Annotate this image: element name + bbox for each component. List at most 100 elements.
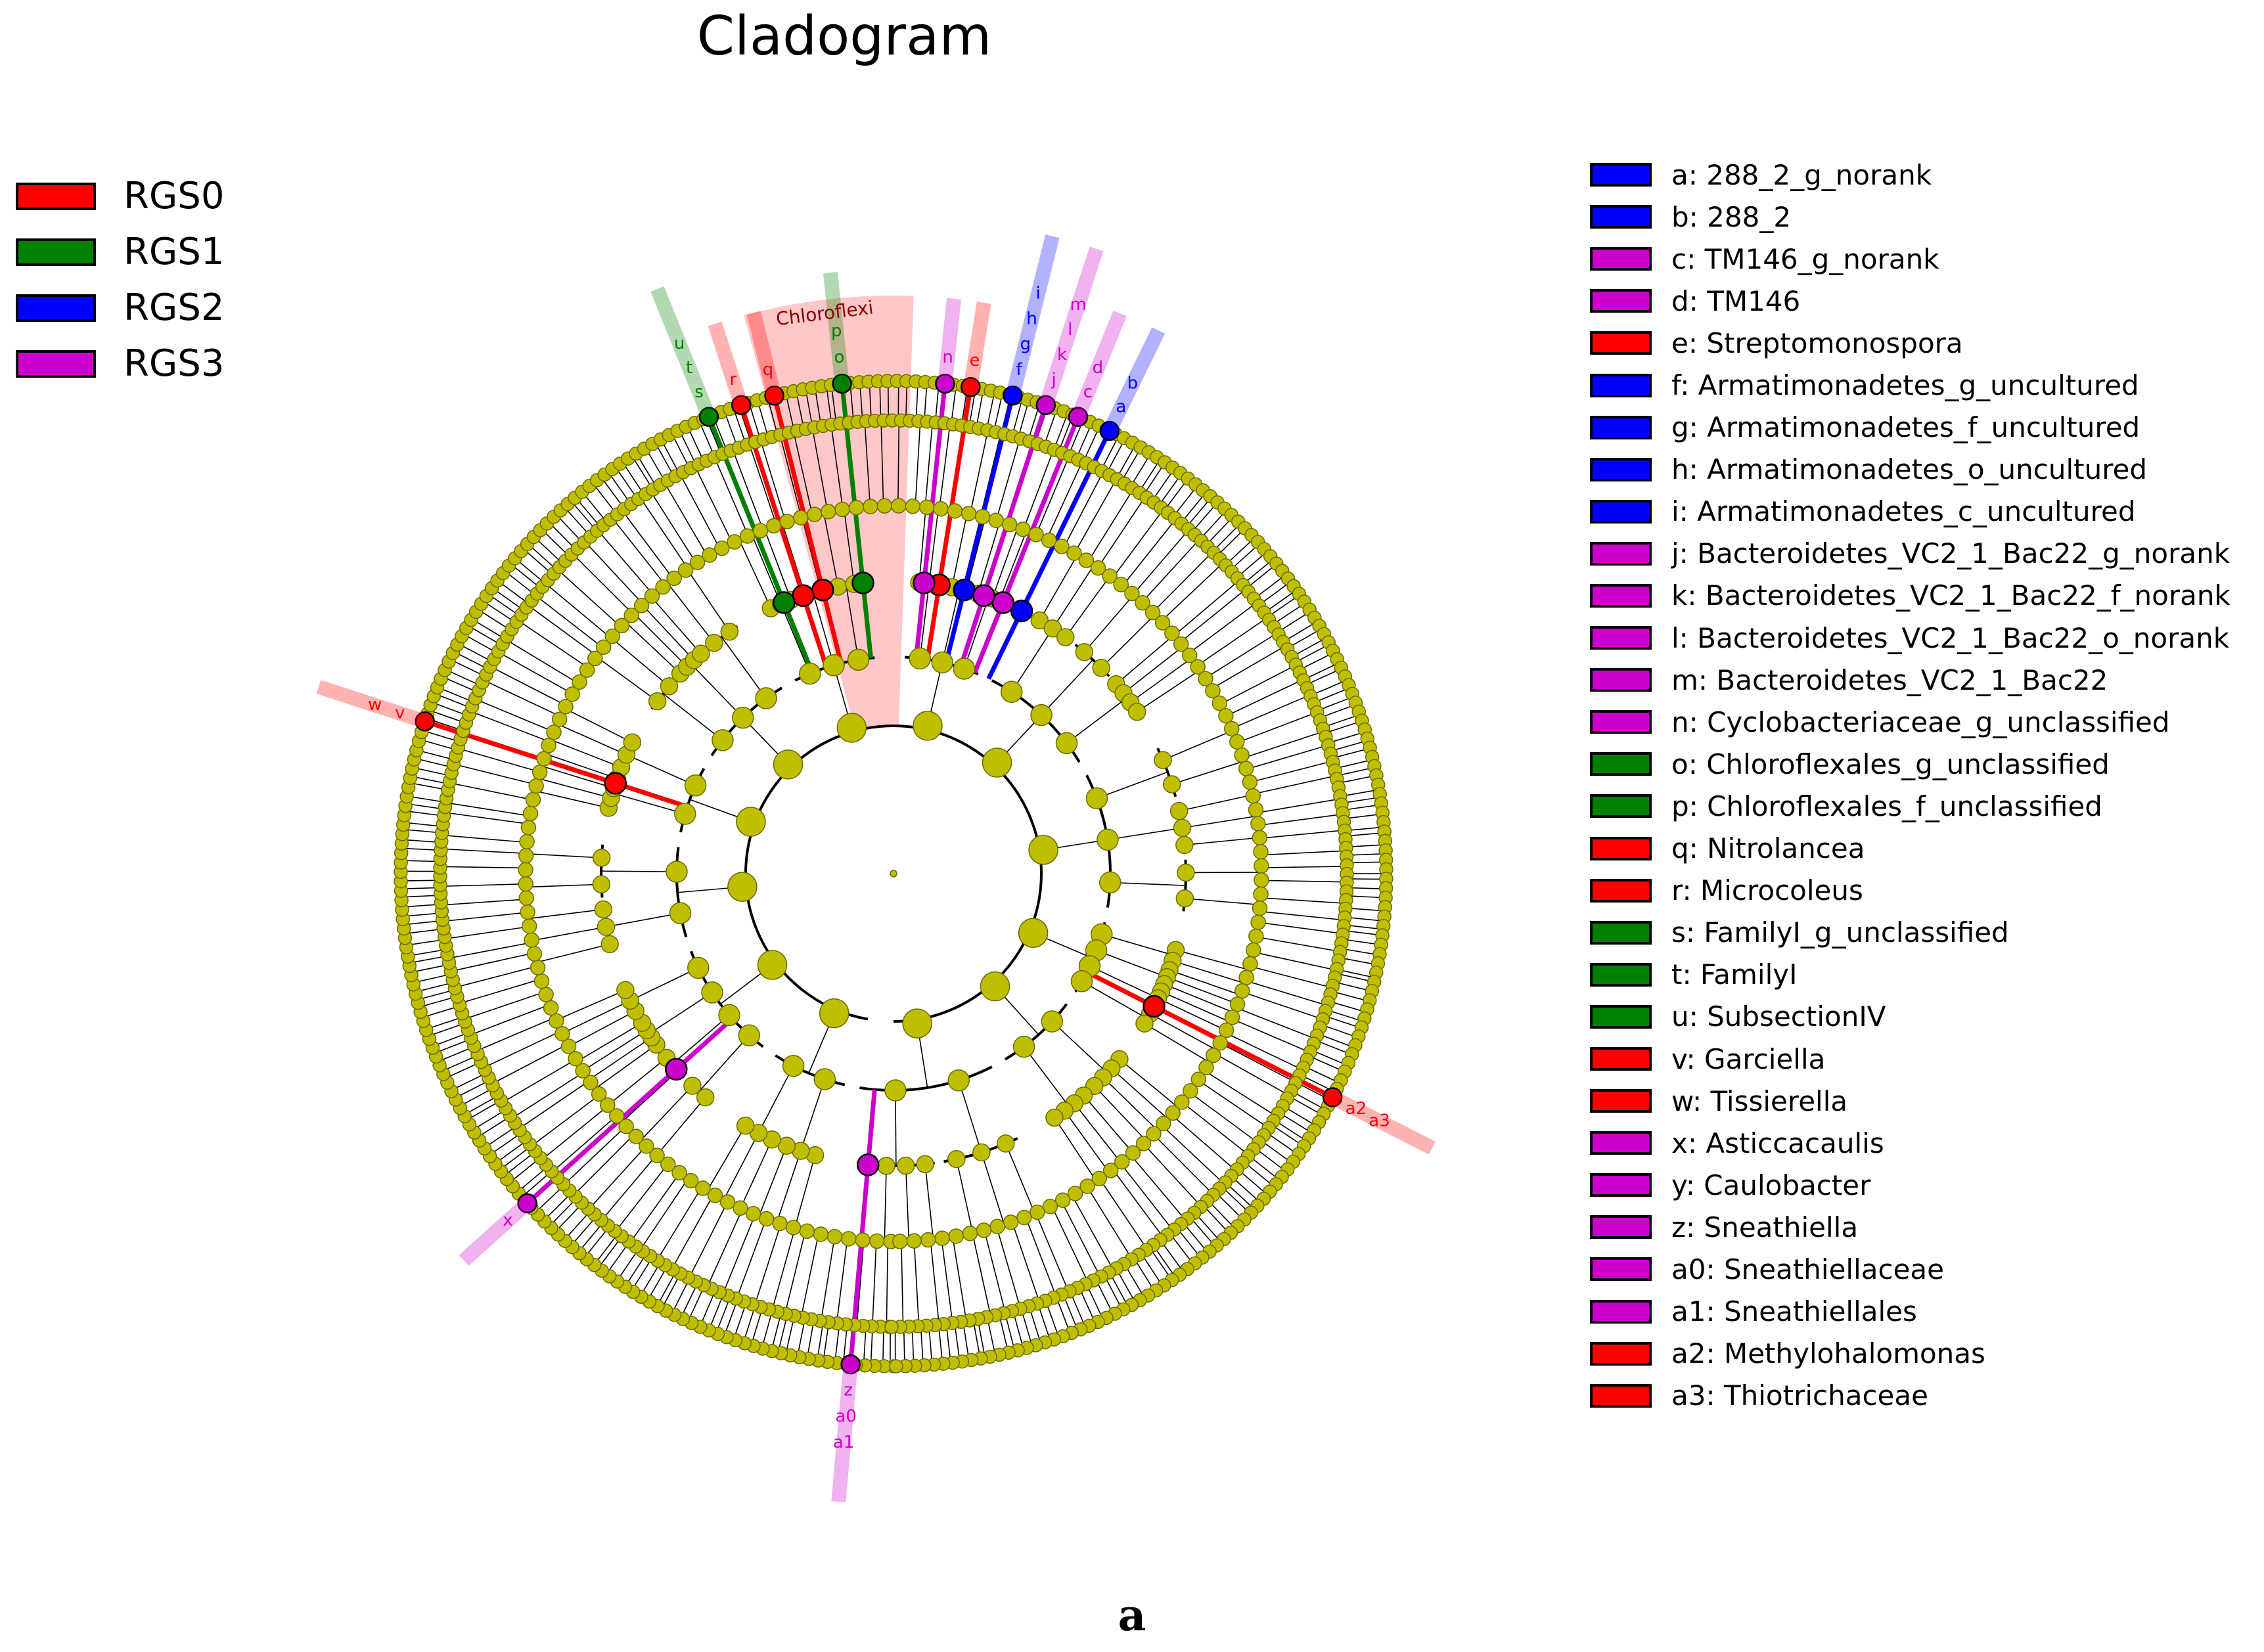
tree-node: [1043, 619, 1062, 638]
tree-branch: [915, 421, 921, 507]
tree-node: [587, 650, 603, 667]
tree-branch: [626, 754, 696, 786]
taxon-legend-item: v: Garciella: [1590, 1038, 2230, 1080]
tree-node: [989, 1218, 1005, 1234]
tree-branch: [1185, 897, 1261, 906]
tree-node: [896, 1156, 915, 1175]
tree-branch: [454, 966, 538, 989]
tree-node: [1254, 858, 1269, 874]
taxon-label: e: Streptomonospora: [1671, 326, 1963, 359]
tree-node: [1045, 1108, 1064, 1127]
tree-node: [530, 960, 546, 975]
tree-branch: [1196, 617, 1268, 667]
tree-branch: [1252, 951, 1337, 971]
tree-node: [738, 1024, 761, 1046]
tree-branch: [532, 926, 606, 941]
tree-node: [564, 686, 580, 702]
tree-arc: [679, 768, 706, 833]
tree-branch: [843, 508, 855, 585]
tree-branch: [551, 739, 622, 768]
tree-branch: [442, 912, 528, 922]
tree-branch: [689, 1201, 729, 1279]
branch-label: z: [844, 1380, 853, 1400]
tree-node: [758, 1211, 775, 1227]
tree-branch: [779, 434, 802, 518]
tree-branch: [784, 1230, 806, 1314]
tree-node: [1030, 1204, 1045, 1220]
tree-branch: [996, 1226, 1022, 1309]
tree-branch: [484, 1030, 562, 1069]
tree-branch: [723, 1132, 759, 1201]
tree-node: [1156, 1115, 1171, 1132]
tree-node: [727, 534, 742, 550]
legend-swatch: [1590, 962, 1652, 987]
taxon-label: s: FamilyI_g_unclassified: [1671, 916, 2009, 949]
tree-branch: [1051, 1021, 1108, 1074]
tree-node: [1190, 1071, 1207, 1087]
tree-node: [705, 633, 723, 652]
tree-node: [826, 1229, 843, 1245]
tree-node: [1030, 703, 1053, 726]
legend-swatch: [1590, 1299, 1652, 1324]
tree-node: [687, 956, 710, 979]
tree-branch: [453, 763, 537, 786]
taxon-legend-item: i: Armatimonadetes_c_uncultured: [1590, 491, 2230, 533]
tree-branch: [1256, 936, 1340, 952]
tree-branch: [759, 440, 786, 522]
tree-branch: [1060, 1200, 1101, 1278]
label-ray: [938, 298, 961, 385]
taxon-label: a1: Sneathiellales: [1671, 1295, 1917, 1328]
tree-node: [1238, 970, 1254, 985]
tree-branch: [1179, 794, 1254, 812]
taxon-label: a: 288_2_g_norank: [1671, 158, 1932, 191]
tree-branch: [483, 679, 561, 717]
tree-node: [773, 749, 804, 780]
tree-arc: [675, 847, 688, 938]
label-ray: [1329, 1090, 1436, 1155]
tree-node: [953, 658, 976, 680]
tree-branch: [1225, 679, 1303, 717]
biomarker-node: [604, 772, 627, 795]
tree-branch: [1100, 614, 1156, 669]
tree-branch: [751, 533, 782, 604]
biomarker-node: [851, 571, 874, 594]
legend-swatch: [1590, 794, 1652, 818]
tree-nodes: [394, 373, 1393, 1375]
tree-branch: [1081, 981, 1148, 1019]
tree-branch: [694, 466, 733, 543]
biomarker-node: [665, 1058, 688, 1081]
tree-branch: [1133, 529, 1189, 595]
tree-branch: [664, 482, 708, 557]
taxon-label: l: Bacteroidetes_VC2_1_Bac22_o_norank: [1671, 621, 2230, 654]
tree-branch: [1041, 659, 1094, 716]
tree-node: [779, 514, 795, 529]
tree-branch: [441, 899, 527, 906]
biomarker-node: [961, 376, 981, 397]
tree-branch: [1204, 1070, 1277, 1117]
tree-node: [591, 1086, 607, 1102]
tree-node: [1183, 1083, 1198, 1099]
tree-node: [980, 971, 1010, 1002]
tree-node: [1030, 611, 1049, 630]
tree-arc: [859, 1065, 993, 1092]
branch-label: m: [1070, 295, 1087, 315]
taxon-label: j: Bacteroidetes_VC2_1_Bac22_g_norank: [1671, 537, 2230, 570]
tree-branch: [629, 967, 699, 1002]
biomarker-node: [972, 584, 995, 608]
tree-node: [732, 706, 754, 729]
taxon-legend-item: k: Bacteroidetes_VC2_1_Bac22_f_norank: [1590, 575, 2230, 617]
group-legend-item: RGS3: [16, 336, 224, 391]
tree-node: [707, 1188, 723, 1203]
tree-node: [1092, 659, 1110, 677]
tree-branch: [780, 604, 811, 674]
branch-label: o: [834, 347, 844, 367]
tree-branch: [941, 1238, 953, 1324]
tree-branch: [541, 1105, 609, 1161]
tree-arc: [1182, 859, 1187, 912]
tree-branch: [600, 1154, 657, 1221]
tree-branch: [1252, 775, 1336, 795]
tree-branch: [956, 1159, 974, 1234]
taxon-label: m: Bacteroidetes_VC2_1_Bac22: [1671, 663, 2108, 696]
tree-branch: [526, 883, 602, 888]
